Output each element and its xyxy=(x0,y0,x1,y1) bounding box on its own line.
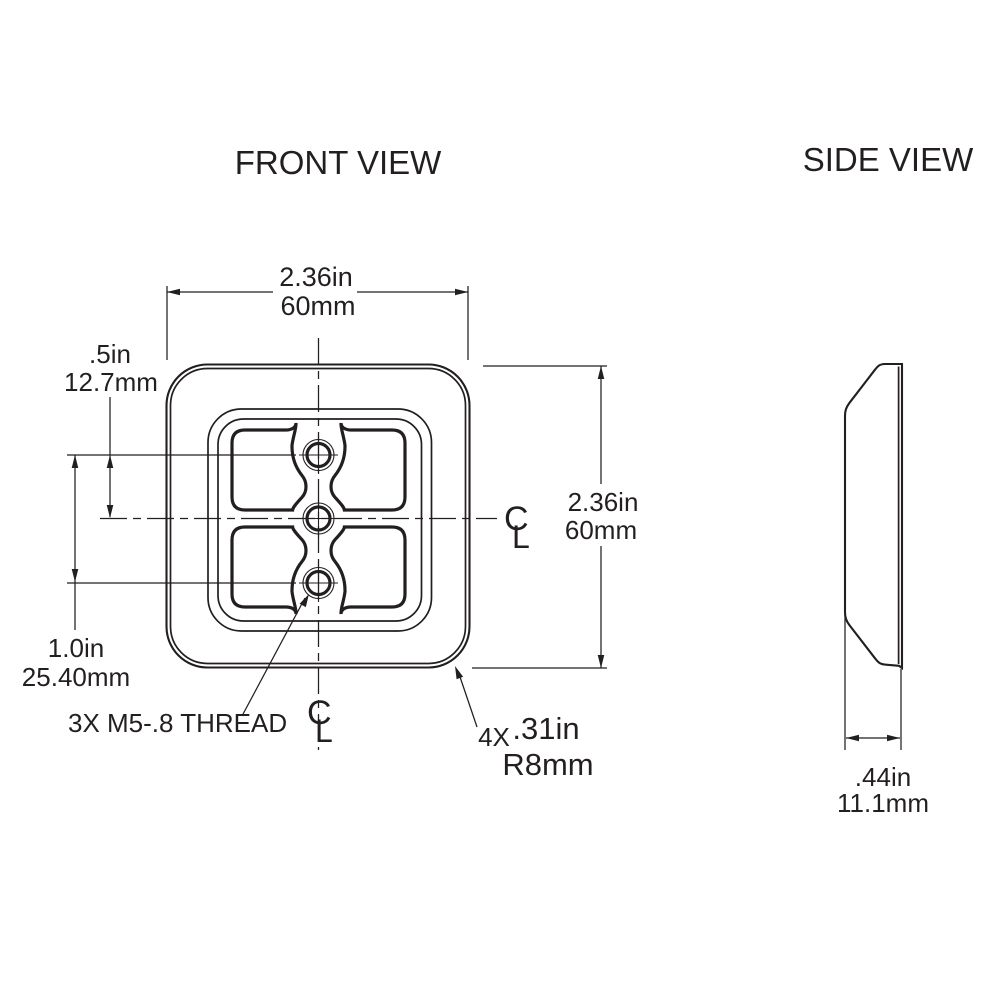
dim-hole-offset-secondary: 12.7mm xyxy=(64,367,158,397)
leader-line xyxy=(457,670,478,728)
radius-callout-qty: 4X xyxy=(478,722,510,752)
pocket-top-right xyxy=(329,421,407,512)
arrowhead xyxy=(167,288,180,296)
radius-callout: 4X .31in R8mm xyxy=(455,666,594,782)
arrowhead xyxy=(455,666,464,680)
side-profile xyxy=(843,362,904,671)
dim-width: 2.36in 60mm xyxy=(166,262,469,360)
pocket-top-left xyxy=(230,422,308,512)
arrowhead xyxy=(71,455,79,468)
side-view-title: SIDE VIEW xyxy=(803,141,974,178)
pocket-cluster xyxy=(230,421,407,616)
arrowhead xyxy=(887,734,900,742)
arrowhead xyxy=(299,594,309,608)
leader-line xyxy=(241,597,306,717)
dim-height-secondary: 60mm xyxy=(565,515,637,545)
arrowhead xyxy=(597,655,605,668)
centerline-symbol-right: C L xyxy=(504,500,530,555)
centerline-l: L xyxy=(512,519,530,555)
side-view: .44in 11.1mm xyxy=(837,362,929,818)
dim-thickness: .44in 11.1mm xyxy=(837,614,929,818)
centerline-c: C xyxy=(504,500,529,538)
centerline-c: C xyxy=(307,694,332,732)
dim-hole-offset: .5in 12.7mm xyxy=(64,339,296,518)
dim-height-primary: 2.36in xyxy=(568,487,639,517)
arrowhead xyxy=(455,288,468,296)
dim-width-primary: 2.36in xyxy=(279,262,353,292)
dim-height: 2.36in 60mm xyxy=(472,365,639,669)
dim-hole-span-primary: 1.0in xyxy=(48,633,104,663)
dim-hole-span: 1.0in 25.40mm xyxy=(22,455,296,692)
centerline-symbol-bottom: C L xyxy=(307,694,333,749)
dim-thickness-primary: .44in xyxy=(855,762,911,792)
plate-outline-inner xyxy=(169,367,467,665)
arrowhead xyxy=(106,455,114,468)
arrowhead xyxy=(71,569,79,582)
pocket-bottom-right xyxy=(329,525,407,616)
dim-thickness-secondary: 11.1mm xyxy=(837,788,929,818)
dim-width-secondary: 60mm xyxy=(280,291,355,321)
dim-hole-span-secondary: 25.40mm xyxy=(22,662,130,692)
front-view-title: FRONT VIEW xyxy=(235,144,442,181)
radius-callout-primary: .31in xyxy=(512,711,579,746)
boss-outline-outer xyxy=(207,408,433,632)
dim-hole-offset-primary: .5in xyxy=(89,339,131,369)
thread-callout: 3X M5-.8 THREAD xyxy=(68,594,309,738)
arrowhead xyxy=(597,366,605,379)
arrowhead xyxy=(846,734,859,742)
front-view: C L C L xyxy=(100,338,530,750)
thread-callout-text: 3X M5-.8 THREAD xyxy=(68,708,287,738)
pocket-bottom-left xyxy=(230,525,308,616)
radius-callout-secondary: R8mm xyxy=(502,747,593,782)
arrowhead xyxy=(106,505,114,518)
centerline-l: L xyxy=(315,713,333,749)
boss-outline-inner xyxy=(217,418,423,622)
